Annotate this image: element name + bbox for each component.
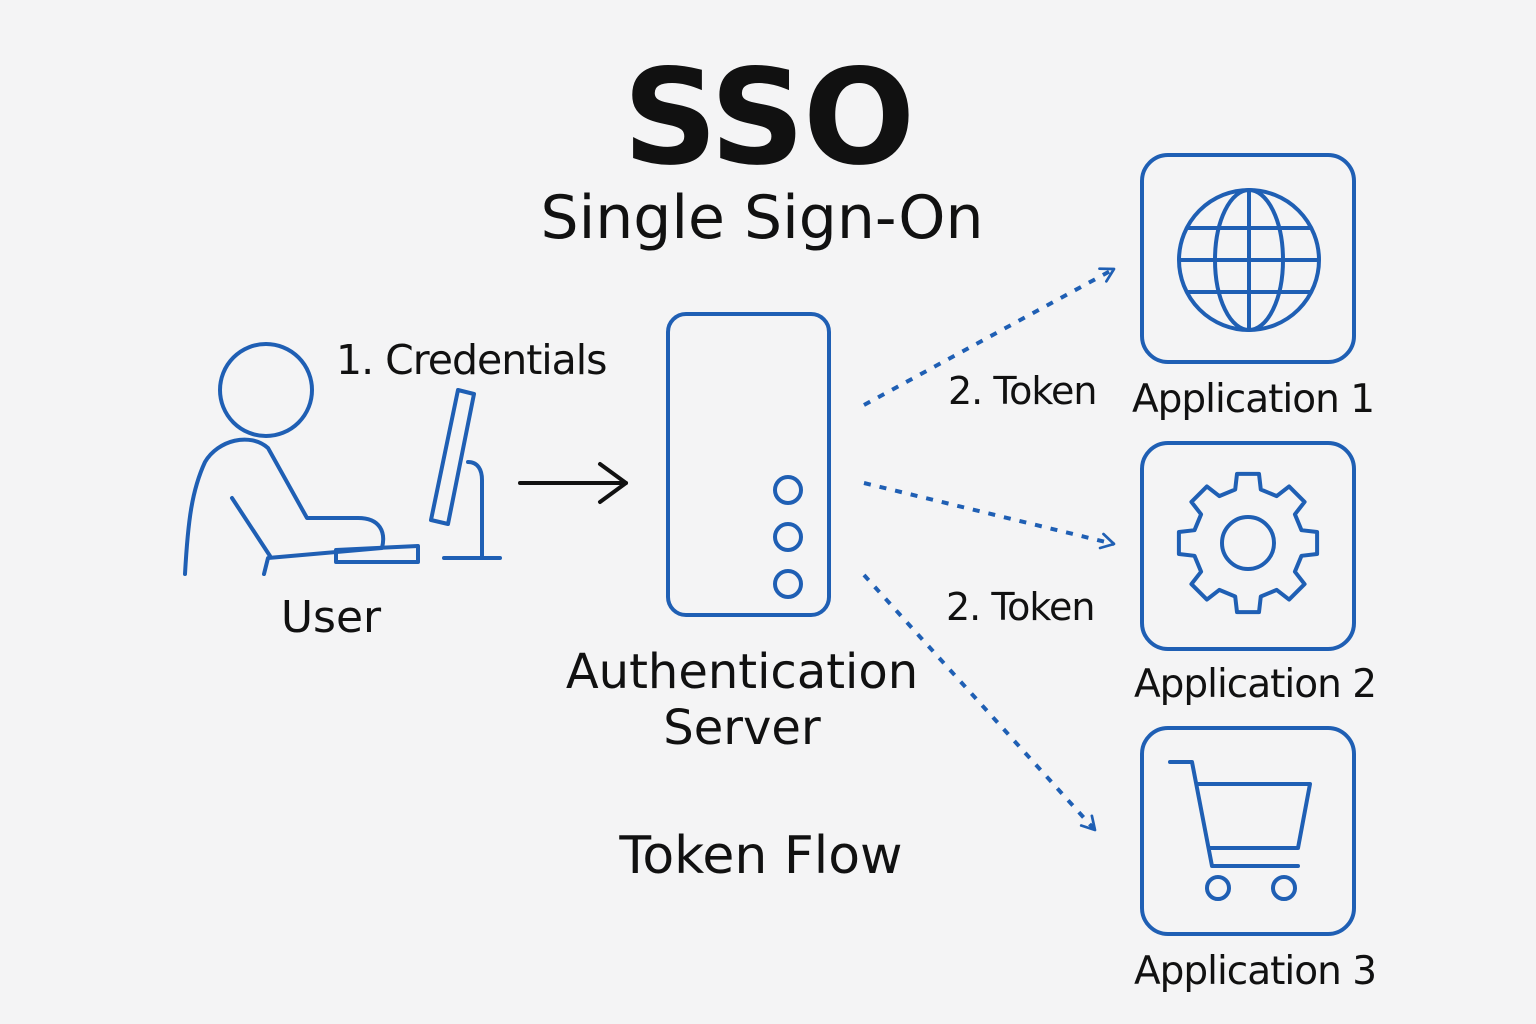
- application-1-tile: [1140, 153, 1356, 364]
- server-light-3: [773, 569, 803, 599]
- token-label-2: 2. Token: [946, 585, 1095, 629]
- server-body: [666, 312, 831, 617]
- server-label-line-2: Server: [663, 700, 821, 756]
- monitor-stand: [442, 460, 502, 560]
- user-at-computer-icon: [183, 342, 502, 576]
- application-2-label: Application 2: [1133, 662, 1377, 707]
- diagram-subtitle: Single Sign-On: [540, 183, 984, 253]
- application-3-label: Application 3: [1133, 949, 1377, 994]
- server-label: Authentication Server: [566, 644, 918, 756]
- token-arrows: [862, 267, 1116, 832]
- application-3-tile: [1140, 726, 1356, 936]
- application-1-label: Application 1: [1131, 377, 1375, 422]
- server-label-line-1: Authentication: [565, 644, 919, 700]
- globe-icon: [1177, 188, 1321, 332]
- monitor: [429, 388, 476, 526]
- token-arrow-app2: [863, 481, 1116, 550]
- token-flow-label: Token Flow: [619, 826, 903, 886]
- user-head: [218, 342, 314, 438]
- user-arm: [230, 496, 272, 558]
- token-label-1: 2. Token: [948, 369, 1097, 413]
- application-2-tile: [1140, 441, 1356, 651]
- credentials-label: 1. Credentials: [336, 336, 608, 384]
- server-icon: [666, 312, 831, 617]
- shopping-cart-icon: [1168, 760, 1312, 901]
- server-light-2: [773, 522, 803, 552]
- user-label: User: [280, 592, 382, 643]
- credentials-arrow: [518, 462, 628, 504]
- user-body: [183, 437, 386, 576]
- server-light-1: [773, 475, 803, 505]
- diagram-title: SSO: [622, 41, 915, 195]
- keyboard: [334, 544, 420, 564]
- gear-icon: [1176, 471, 1320, 615]
